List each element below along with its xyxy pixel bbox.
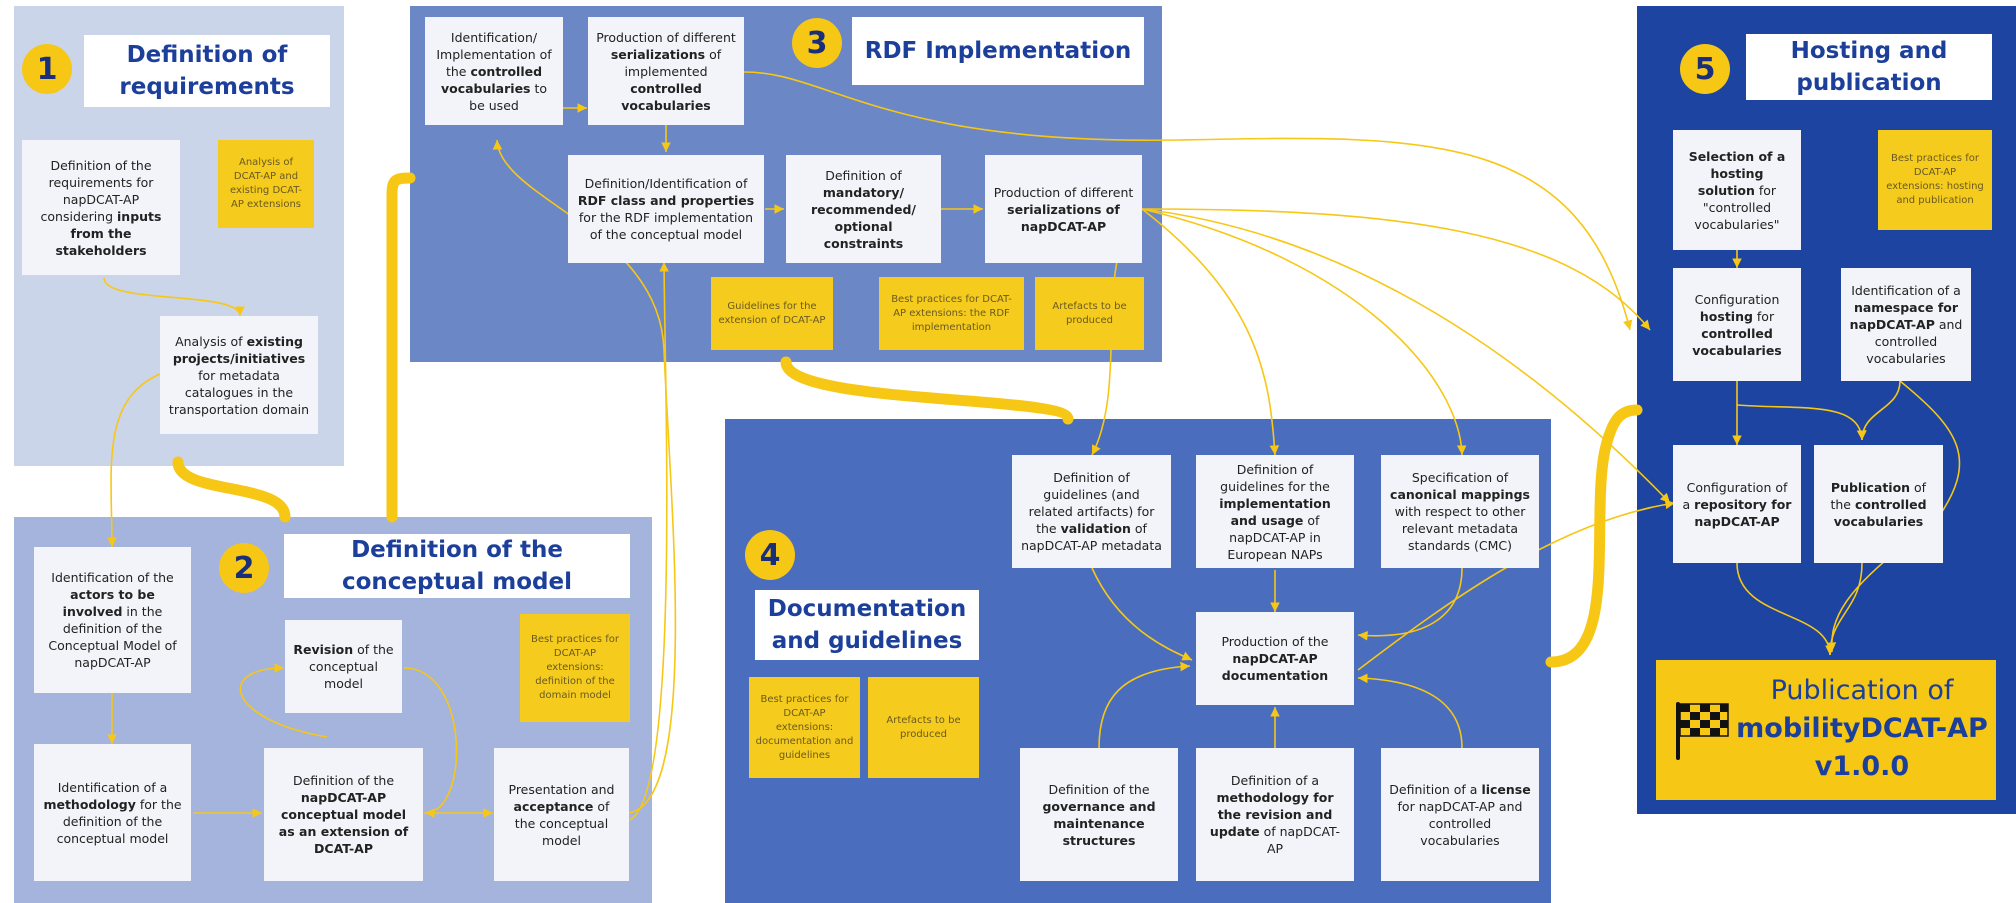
final-line-1: Publication of: [1770, 675, 1954, 706]
final-publication-text: Publication of mobilityDCAT-AP v1.0.0: [1728, 672, 1996, 786]
box-identify-methodology: Identification of a methodology for the …: [34, 744, 191, 881]
section-5-number: 5: [1680, 44, 1730, 94]
box-mandatory-constraints: Definition of mandatory/ recommended/ op…: [786, 155, 941, 263]
section-5-title: Hosting and publication: [1746, 34, 1992, 100]
section-4-title: Documentation and guidelines: [755, 590, 979, 660]
box-rdf-class-properties: Definition/Identification of RDF class a…: [568, 155, 764, 263]
note-analysis-dcat-ap: Analysis of DCAT-AP and existing DCAT-AP…: [218, 140, 314, 228]
checkered-flag-icon: [1676, 702, 1729, 760]
section-3-title: RDF Implementation: [852, 17, 1144, 85]
note-best-practices-rdf: Best practices for DCAT-AP extensions: t…: [879, 277, 1024, 350]
box-identify-actors: Identification of the actors to be invol…: [34, 547, 191, 693]
box-serializations-controlled-vocabularies: Production of different serializations o…: [588, 17, 744, 125]
box-identify-controlled-vocabularies: Identification/ Implementation of the co…: [425, 17, 563, 125]
box-select-hosting-solution: Selection of a hosting solution for "con…: [1673, 130, 1801, 250]
final-line-2: mobilityDCAT-AP: [1736, 713, 1988, 744]
box-requirements-stakeholders: Definition of the requirements for napDC…: [22, 140, 180, 275]
box-identify-namespace: Identification of a namespace for napDCA…: [1841, 268, 1971, 381]
box-configure-hosting: Configuration hosting for controlled voc…: [1673, 268, 1801, 381]
box-license-definition: Definition of a license for napDCAT-AP a…: [1381, 748, 1539, 881]
box-canonical-mappings: Specification of canonical mappings with…: [1381, 455, 1539, 568]
box-presentation-acceptance: Presentation and acceptance of the conce…: [494, 748, 629, 881]
box-revision-methodology: Definition of a methodology for the revi…: [1196, 748, 1354, 881]
section-3-number: 3: [792, 18, 842, 68]
box-serializations-napdcat-ap: Production of different serializations o…: [985, 155, 1142, 263]
final-publication-box: Publication of mobilityDCAT-AP v1.0.0: [1656, 660, 1996, 800]
section-1-number: 1: [22, 44, 72, 94]
box-define-conceptual-model: Definition of the napDCAT-AP conceptual …: [264, 748, 423, 881]
note-best-practices-documentation: Best practices for DCAT-AP extensions: d…: [749, 677, 860, 778]
note-best-practices-hosting: Best practices for DCAT-AP extensions: h…: [1878, 130, 1992, 230]
section-2-number: 2: [219, 543, 269, 593]
note-guidelines-extension: Guidelines for the extension of DCAT-AP: [711, 277, 833, 350]
section-1-title: Definition of requirements: [84, 35, 330, 107]
box-publish-vocabularies: Publication of the controlled vocabulari…: [1814, 445, 1943, 563]
box-revision-conceptual-model: Revision of the conceptual model: [285, 620, 402, 713]
note-best-practices-domain-model: Best practices for DCAT-AP extensions: d…: [520, 614, 630, 722]
final-line-3: v1.0.0: [1814, 751, 1910, 782]
box-governance-structures: Definition of the governance and mainten…: [1020, 748, 1178, 881]
box-analysis-existing-projects: Analysis of existing projects/initiative…: [160, 316, 318, 434]
box-configure-repository: Configuration of a repository for napDCA…: [1673, 445, 1801, 563]
box-implementation-usage-guidelines: Definition of guidelines for the impleme…: [1196, 455, 1354, 568]
box-validation-guidelines: Definition of guidelines (and related ar…: [1012, 455, 1171, 568]
section-2-title: Definition of the conceptual model: [284, 534, 630, 598]
section-4-number: 4: [745, 530, 795, 580]
note-artefacts-rdf: Artefacts to be produced: [1035, 277, 1144, 350]
box-napdcat-ap-documentation: Production of the napDCAT-AP documentati…: [1196, 612, 1354, 705]
note-artefacts-documentation: Artefacts to be produced: [868, 677, 979, 778]
